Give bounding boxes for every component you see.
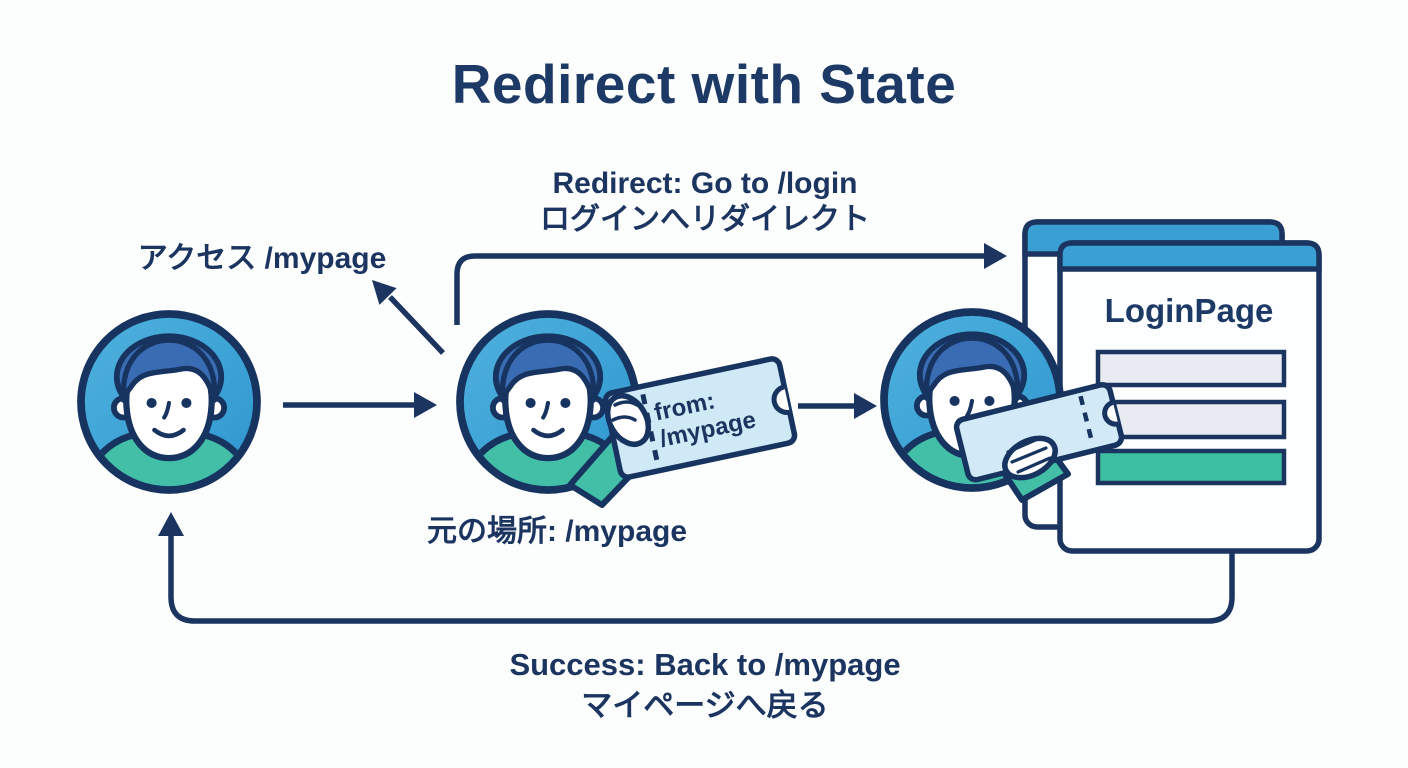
user-avatar-start: [80, 314, 258, 504]
hand-holding-ticket: [604, 393, 652, 447]
username-field[interactable]: [1095, 349, 1287, 388]
origin-location-label: 元の場所: /mypage: [426, 515, 688, 548]
flow-arrows: [158, 243, 1235, 624]
access-label: アクセス /mypage: [137, 242, 387, 275]
arrow-access-step: [283, 392, 437, 418]
user-avatar-at-login: [883, 312, 1125, 502]
arrow-success-return: [158, 512, 1235, 624]
login-page-title: LoginPage: [1104, 292, 1274, 329]
arrow-carry-state: [798, 393, 877, 419]
card-header-bar: [1057, 240, 1322, 272]
success-label: Success: Back to /mypage マイページへ戻る: [455, 644, 955, 726]
redirect-label-ja: ログインへリダイレクト: [540, 203, 870, 236]
password-field[interactable]: [1095, 399, 1287, 440]
login-page-card: [1057, 240, 1322, 554]
success-label-en: Success: Back to /mypage: [509, 647, 901, 682]
redirect-label: Redirect: Go to /login ログインへリダイレクト: [455, 166, 955, 238]
diagram-title: Redirect with State: [451, 53, 957, 115]
hand-presenting-ticket: [1002, 435, 1058, 481]
redirect-label-en: Redirect: Go to /login: [552, 167, 858, 200]
success-label-ja: マイページへ戻る: [581, 688, 829, 723]
arrow-access-label-pointer: [372, 280, 445, 355]
arrow-redirect-to-login: [454, 243, 1007, 325]
login-button[interactable]: [1095, 448, 1287, 486]
